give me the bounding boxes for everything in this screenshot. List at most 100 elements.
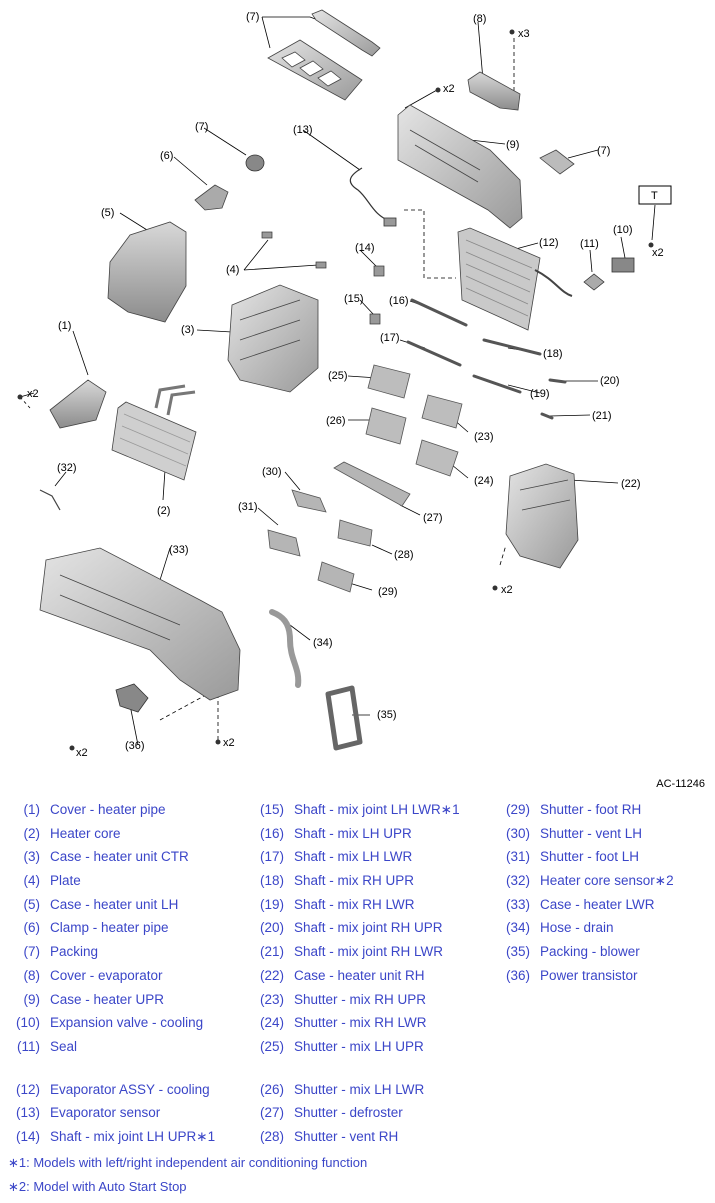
callout-36: (36) bbox=[125, 740, 145, 752]
legend-item: (29)Shutter - foot RH bbox=[505, 802, 642, 817]
legend-item: (26)Shutter - mix LH LWR bbox=[259, 1081, 425, 1097]
figure-id: AC-11246 bbox=[656, 778, 705, 790]
callout-11: (11) bbox=[580, 238, 599, 250]
callout-1: (1) bbox=[58, 320, 71, 332]
callout-32: (32) bbox=[57, 462, 77, 474]
callout-6: (6) bbox=[160, 150, 173, 162]
exploded-parts-diagram: (7) (8) x3 x2 (7) (13) (9) (7) (6) T (5)… bbox=[17, 9, 672, 759]
legend-column-1: (1)Cover - heater pipe (2)Heater core (3… bbox=[4, 798, 215, 1149]
legend-item: (10)Expansion valve - cooling bbox=[15, 1015, 204, 1031]
footnote-1: ∗1: Models with left/right independent a… bbox=[8, 1155, 368, 1170]
legend-item: (12)Evaporator ASSY - cooling bbox=[15, 1081, 210, 1097]
expansion-valve bbox=[611, 257, 635, 273]
legend-item: (7)Packing bbox=[23, 944, 99, 960]
legend-item: (24)Shutter - mix RH LWR bbox=[259, 1015, 427, 1031]
sensor-connector bbox=[383, 217, 397, 227]
legend-item: (1)Cover - heater pipe bbox=[23, 802, 166, 817]
callout-27: (27) bbox=[423, 512, 443, 524]
callout-23: (23) bbox=[474, 431, 494, 443]
parts-legend: (1)Cover - heater pipe (2)Heater core (3… bbox=[0, 798, 715, 1153]
heater-core-sensor bbox=[39, 489, 61, 511]
case-heater-upr bbox=[397, 104, 523, 229]
callout-16: (16) bbox=[389, 295, 409, 307]
legend-column-2: (15)Shaft - mix joint LH LWR∗1 (16)Shaft… bbox=[248, 798, 460, 1149]
legend-item: (14)Shaft - mix joint LH UPR∗1 bbox=[15, 1128, 216, 1144]
clamp-heater-pipe bbox=[194, 184, 229, 211]
case-heater-unit-rh bbox=[505, 463, 579, 569]
case-heater-unit-lh bbox=[107, 221, 187, 323]
callout-21: (21) bbox=[592, 410, 612, 422]
legend-item: (27)Shutter - defroster bbox=[259, 1105, 403, 1121]
legend-item: (30)Shutter - vent LH bbox=[505, 825, 643, 841]
callout-8: (8) bbox=[473, 13, 486, 25]
callout-4: (4) bbox=[226, 264, 239, 276]
legend-item: (6)Clamp - heater pipe bbox=[23, 920, 169, 936]
legend-column-3: (29)Shutter - foot RH (30)Shutter - vent… bbox=[494, 798, 674, 988]
callout-7b: (7) bbox=[195, 121, 208, 133]
callout-2: (2) bbox=[157, 505, 170, 517]
bolts bbox=[17, 29, 654, 751]
shaft-joint-lh-upr bbox=[373, 265, 385, 277]
callout-3: (3) bbox=[181, 324, 194, 336]
evaporator-assy bbox=[457, 227, 573, 331]
callout-14: (14) bbox=[355, 242, 375, 254]
legend-item: (16)Shaft - mix LH UPR bbox=[259, 825, 412, 841]
cover-heater-pipe bbox=[49, 379, 107, 429]
legend-item: (3)Case - heater unit CTR bbox=[23, 849, 189, 865]
callout-18: (18) bbox=[543, 348, 563, 360]
legend-item: (13)Evaporator sensor bbox=[15, 1105, 161, 1121]
case-heater-lwr bbox=[39, 547, 241, 701]
callout-24: (24) bbox=[474, 475, 494, 487]
legend-item: (32)Heater core sensor∗2 bbox=[505, 873, 674, 889]
callout-31: (31) bbox=[238, 501, 258, 513]
tool-label: T bbox=[651, 190, 658, 202]
callout-9: (9) bbox=[506, 139, 519, 151]
legend-item: (33)Case - heater LWR bbox=[505, 896, 655, 912]
label-x2-left: x2 bbox=[27, 388, 39, 400]
heater-core bbox=[111, 384, 197, 481]
legend-item: (36)Power transistor bbox=[505, 967, 638, 983]
label-x2-lwr-right: x2 bbox=[223, 737, 235, 749]
callout-15: (15) bbox=[344, 293, 364, 305]
legend-item: (25)Shutter - mix LH UPR bbox=[259, 1038, 424, 1054]
legend-item: (31)Shutter - foot LH bbox=[505, 849, 640, 865]
legend-item: (17)Shaft - mix LH LWR bbox=[259, 849, 413, 865]
tool-box bbox=[638, 185, 672, 205]
legend-item: (21)Shaft - mix joint RH LWR bbox=[259, 944, 444, 960]
callout-7c: (7) bbox=[597, 145, 610, 157]
label-x2-tool: x2 bbox=[652, 247, 664, 259]
callout-30: (30) bbox=[262, 466, 282, 478]
drain-hose bbox=[269, 609, 302, 688]
packing-right bbox=[539, 149, 575, 175]
packing-top bbox=[267, 9, 381, 101]
callout-35: (35) bbox=[377, 709, 397, 721]
plate-2 bbox=[315, 261, 327, 269]
legend-item: (15)Shaft - mix joint LH LWR∗1 bbox=[259, 802, 460, 817]
callout-12: (12) bbox=[539, 237, 559, 249]
plate-1 bbox=[261, 231, 273, 239]
legend-item: (20)Shaft - mix joint RH UPR bbox=[259, 920, 443, 936]
footnote-2: ∗2: Model with Auto Start Stop bbox=[8, 1178, 187, 1194]
legend-item: (23)Shutter - mix RH UPR bbox=[259, 991, 427, 1007]
cover-evaporator bbox=[467, 71, 521, 111]
legend-item: (4)Plate bbox=[23, 873, 81, 889]
shaft-joint-lh-lwr bbox=[369, 313, 381, 325]
case-heater-unit-ctr bbox=[227, 284, 319, 393]
callout-20: (20) bbox=[600, 375, 620, 387]
callout-33: (33) bbox=[169, 544, 189, 556]
legend-item: (9)Case - heater UPR bbox=[23, 991, 165, 1007]
callout-17: (17) bbox=[380, 332, 400, 344]
callout-22: (22) bbox=[621, 478, 641, 490]
callout-29: (29) bbox=[378, 586, 398, 598]
footnotes: ∗1: Models with left/right independent a… bbox=[8, 1151, 367, 1198]
label-x2-lwr-left: x2 bbox=[76, 747, 88, 759]
power-transistor bbox=[115, 683, 149, 713]
callout-25: (25) bbox=[328, 370, 348, 382]
legend-item: (5)Case - heater unit LH bbox=[23, 896, 179, 912]
label-x3: x3 bbox=[518, 28, 530, 40]
vent-foot-shutters bbox=[267, 461, 411, 593]
callout-19: (19) bbox=[530, 388, 550, 400]
callout-7a: (7) bbox=[246, 11, 259, 23]
legend-item: (35)Packing - blower bbox=[505, 944, 640, 960]
callout-5: (5) bbox=[101, 207, 114, 219]
